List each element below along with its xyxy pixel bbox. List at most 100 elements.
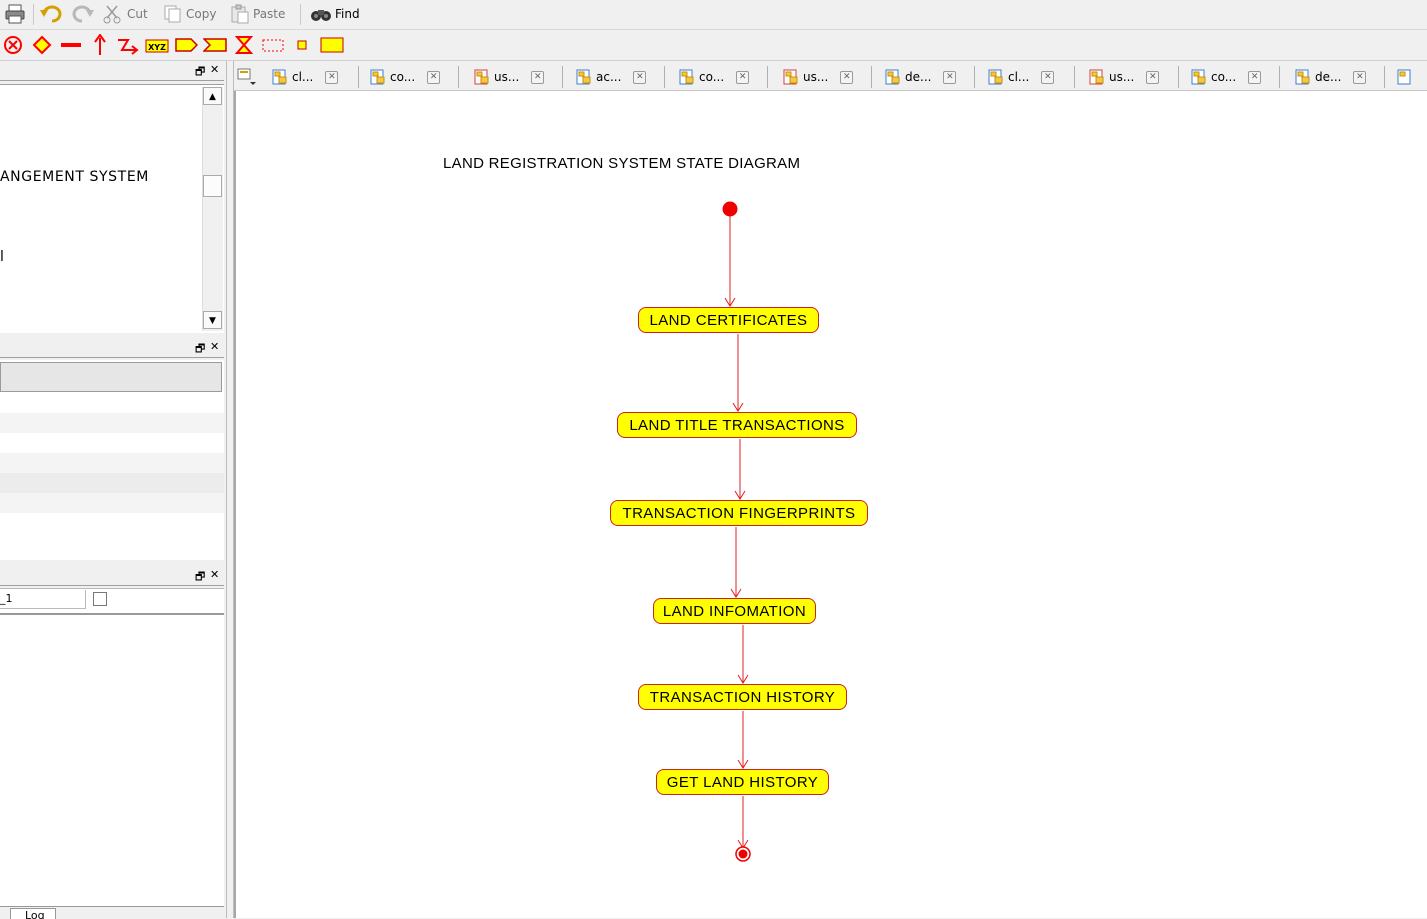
close-tab-icon[interactable]: ✕ — [1041, 70, 1055, 84]
component-diagram-icon — [1191, 69, 1206, 85]
diagram-tab[interactable]: cl...✕ — [988, 66, 1075, 88]
state-label: TRANSACTION HISTORY — [649, 688, 836, 706]
cut-button[interactable]: Cut — [102, 2, 148, 26]
find-button[interactable]: Find — [310, 2, 360, 26]
restore-icon[interactable]: 🗗 — [195, 342, 206, 355]
close-tab-icon[interactable]: ✕ — [1146, 70, 1160, 84]
diagram-tab[interactable]: de... ✕ — [1295, 66, 1385, 88]
tab-label: co... — [1211, 70, 1237, 84]
main-toolbar: Cut Copy Paste Find — [0, 0, 1427, 30]
state-transaction-fingerprints[interactable]: TRANSACTION FINGERPRINTS — [610, 500, 868, 526]
state-land-certificates[interactable]: LAND CERTIFICATES — [638, 307, 819, 333]
tree-item[interactable]: l — [0, 249, 4, 265]
scroll-up-icon[interactable]: ▲ — [203, 87, 222, 105]
self-transition-tool[interactable] — [116, 34, 140, 56]
scroll-down-icon[interactable]: ▼ — [203, 311, 222, 329]
diagram-tab[interactable]: co... ✕ — [1191, 66, 1280, 88]
copy-button[interactable]: Copy — [163, 2, 216, 26]
region-tool[interactable] — [261, 34, 285, 56]
state-tool[interactable] — [319, 34, 345, 56]
close-tab-icon[interactable]: ✕ — [943, 70, 957, 84]
close-icon[interactable]: ✕ — [210, 568, 220, 581]
state-transaction-history[interactable]: TRANSACTION HISTORY — [638, 684, 847, 710]
close-tab-icon[interactable]: ✕ — [531, 70, 545, 84]
region-icon — [262, 39, 284, 52]
state-label: GET LAND HISTORY — [666, 773, 819, 791]
note-tool[interactable]: XYZ — [145, 34, 169, 56]
close-icon[interactable]: ✕ — [210, 340, 220, 353]
usecase-diagram-icon — [783, 69, 798, 85]
send-signal-tool[interactable] — [174, 34, 198, 56]
small-state-icon — [297, 40, 307, 50]
close-tab-icon[interactable]: ✕ — [1353, 70, 1367, 84]
small-state-tool[interactable] — [290, 34, 314, 56]
state-land-title-transactions[interactable]: LAND TITLE TRANSACTIONS — [617, 412, 857, 438]
redo-button[interactable] — [70, 2, 94, 26]
arrowhead-icon — [732, 402, 744, 412]
diagram-tab[interactable]: us...✕ — [474, 66, 563, 88]
diagram-tab[interactable]: us... ✕ — [783, 66, 872, 88]
tab-label: us... — [1109, 70, 1135, 84]
tab-list-button[interactable] — [236, 66, 258, 88]
arrowhead-icon — [737, 674, 749, 684]
tree-item[interactable]: ANGEMENT SYSTEM — [0, 169, 149, 185]
close-icon[interactable]: ✕ — [210, 63, 220, 76]
close-tab-icon[interactable]: ✕ — [325, 70, 339, 84]
class-diagram-icon — [272, 69, 287, 85]
diagram-tab-partial[interactable] — [1397, 66, 1421, 88]
diagram-canvas[interactable]: LAND REGISTRATION SYSTEM STATE DIAGRAM L… — [234, 91, 1427, 918]
final-state-icon — [4, 36, 22, 54]
properties-panel — [0, 360, 224, 560]
component-diagram-icon — [679, 69, 694, 85]
self-transition-icon — [118, 39, 139, 55]
properties-search-box[interactable] — [0, 362, 222, 392]
restore-icon[interactable]: 🗗 — [195, 65, 206, 78]
initial-state-node[interactable] — [722, 201, 738, 217]
close-tab-icon[interactable]: ✕ — [1248, 70, 1262, 84]
attribute-name-cell[interactable]: _1 — [0, 590, 86, 609]
tree-panel-header: 🗗 ✕ — [0, 62, 224, 81]
copy-label: Copy — [186, 7, 217, 21]
transition-tool[interactable] — [88, 34, 112, 56]
close-tab-icon[interactable]: ✕ — [736, 70, 750, 84]
tree-panel: ANGEMENT SYSTEM l ▲ ▼ — [0, 84, 224, 333]
transition-arrow-icon — [94, 34, 106, 55]
binoculars-icon — [311, 10, 331, 21]
final-state-tool[interactable] — [1, 34, 25, 56]
print-button[interactable] — [4, 2, 26, 26]
paste-button[interactable]: Paste — [230, 2, 285, 26]
fork-bar-icon — [61, 43, 81, 47]
decision-icon — [32, 35, 52, 55]
attribute-checkbox[interactable] — [93, 592, 107, 606]
diagram-tab[interactable]: co...✕ — [679, 66, 768, 88]
diagram-tab[interactable]: co...✕ — [370, 66, 459, 88]
diagram-tab[interactable]: us... ✕ — [1089, 66, 1179, 88]
restore-icon[interactable]: 🗗 — [195, 570, 206, 583]
class-diagram-icon — [1397, 69, 1411, 85]
tab-label: us... — [803, 70, 829, 84]
tab-log[interactable]: Log — [10, 908, 56, 919]
state-label: LAND TITLE TRANSACTIONS — [629, 416, 845, 434]
state-land-infomation[interactable]: LAND INFOMATION — [653, 598, 816, 624]
panel-splitter[interactable] — [226, 61, 234, 918]
close-tab-icon[interactable]: ✕ — [427, 70, 441, 84]
fork-bar-tool[interactable] — [59, 34, 83, 56]
receive-signal-tool[interactable] — [203, 34, 227, 56]
undo-button[interactable] — [40, 2, 64, 26]
class-diagram-icon — [988, 69, 1003, 85]
tree-scrollbar[interactable]: ▲ ▼ — [202, 87, 223, 331]
diagram-title[interactable]: LAND REGISTRATION SYSTEM STATE DIAGRAM — [443, 155, 801, 172]
diagram-tab[interactable]: cl...✕ — [272, 66, 359, 88]
diagram-palette: XYZ — [0, 30, 1427, 61]
svg-text:XYZ: XYZ — [148, 43, 166, 52]
close-tab-icon[interactable]: ✕ — [633, 70, 647, 84]
close-tab-icon[interactable]: ✕ — [840, 70, 854, 84]
diagram-tab[interactable]: de...✕ — [885, 66, 975, 88]
hourglass-tool[interactable] — [232, 34, 256, 56]
decision-tool[interactable] — [30, 34, 54, 56]
table-row — [0, 473, 224, 493]
tab-label: de... — [1315, 70, 1342, 84]
diagram-tab[interactable]: ac...✕ — [576, 66, 665, 88]
state-get-land-history[interactable]: GET LAND HISTORY — [656, 769, 829, 795]
scroll-thumb[interactable] — [203, 175, 222, 197]
